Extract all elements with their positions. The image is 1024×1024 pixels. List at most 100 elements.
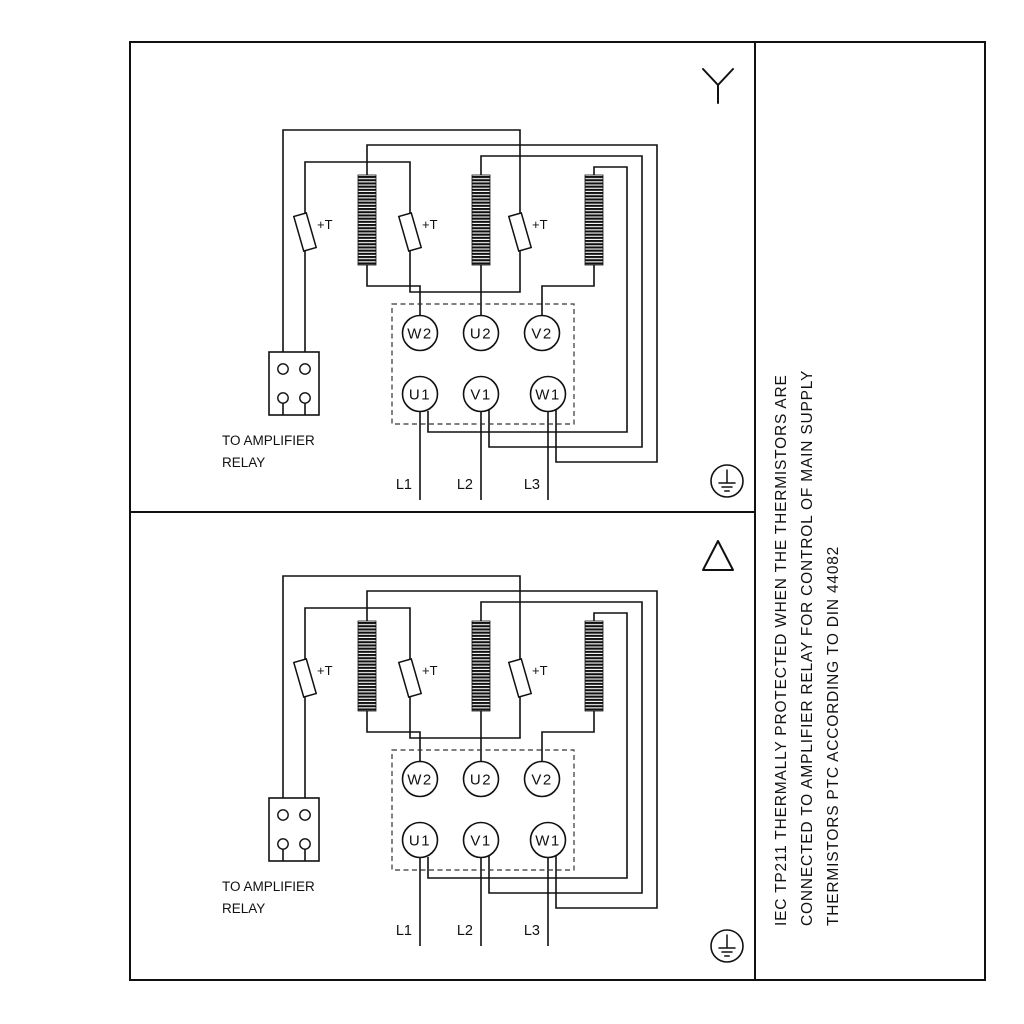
terminal-v1: V1 (462, 375, 500, 413)
relay-caption-line1: TO AMPLIFIER (222, 879, 315, 894)
terminal-circle (462, 821, 500, 859)
terminal-w2: W2 (401, 760, 439, 798)
terminal-w1: W1 (529, 821, 567, 859)
thermistor-label: +T (532, 663, 548, 678)
star-icon (702, 68, 734, 104)
relay-pin (299, 392, 311, 404)
supply-label-l2: L2 (457, 477, 473, 493)
amplifier-relay-terminal-block (268, 797, 320, 862)
terminal-circle (529, 821, 567, 859)
terminal-circle (462, 375, 500, 413)
terminal-w1: W1 (529, 375, 567, 413)
thermistor-circuit-wire (282, 575, 521, 809)
relay-caption-line2: RELAY (222, 901, 265, 916)
terminal-u1: U1 (401, 375, 439, 413)
terminal-v2: V2 (523, 314, 561, 352)
relay-pin (277, 838, 289, 850)
relay-pin-stubs (282, 403, 306, 415)
terminal-label: V2 (531, 772, 552, 789)
terminal-label: V1 (470, 387, 491, 404)
terminal-circle (523, 760, 561, 798)
supply-line-wire (419, 858, 549, 946)
thermistor-label: +T (422, 217, 438, 232)
supply-label-l2: L2 (457, 923, 473, 939)
relay-pin (277, 392, 289, 404)
terminal-circle (523, 314, 561, 352)
relay-pin-stubs (282, 849, 306, 861)
motor-winding-coil (357, 620, 377, 712)
terminal-label: W2 (407, 772, 433, 789)
thermistor-label: +T (317, 217, 333, 232)
side-note-line1: IEC TP211 THERMALLY PROTECTED WHEN THE T… (773, 374, 790, 926)
terminal-v1: V1 (462, 821, 500, 859)
terminal-label: W1 (535, 833, 561, 850)
ptc-thermistor: +T (507, 211, 548, 253)
thermistor-label: +T (532, 217, 548, 232)
terminal-label: V1 (470, 833, 491, 850)
ground-icon (710, 464, 744, 498)
thermistor-circuit-wire (282, 129, 521, 363)
winding-bus-wire (366, 590, 658, 909)
thermistor-symbol (292, 211, 318, 253)
relay-pin (277, 363, 289, 375)
terminal-label: V2 (531, 326, 552, 343)
terminal-v2: V2 (523, 760, 561, 798)
ptc-thermistor: +T (397, 211, 438, 253)
delta-icon (702, 540, 734, 571)
supply-label-l3: L3 (524, 477, 540, 493)
relay-pin (299, 363, 311, 375)
terminal-circle (462, 314, 500, 352)
terminal-label: W2 (407, 326, 433, 343)
terminal-w2: W2 (401, 314, 439, 352)
ground-glyph (718, 934, 736, 957)
terminal-circle (401, 375, 439, 413)
terminal-u2: U2 (462, 760, 500, 798)
delta-connection-diagram: +T +T +T W2 U2 V2 (222, 575, 658, 946)
thermistor-symbol (507, 211, 533, 253)
motor-winding-coil (471, 174, 491, 266)
side-note-line3: THERMISTORS PTC ACCORDING TO DIN 44082 (825, 546, 842, 926)
star-connection-diagram: +T +T +T W2 U2 V2 (222, 129, 658, 500)
thermistor-symbol (507, 657, 533, 699)
supply-label-l1: L1 (396, 923, 412, 939)
relay-box (268, 797, 320, 862)
ptc-thermistor: +T (292, 657, 333, 699)
relay-pin (299, 838, 311, 850)
terminal-label: U2 (470, 772, 492, 789)
terminal-u2: U2 (462, 314, 500, 352)
thermistor-label: +T (422, 663, 438, 678)
motor-winding-coil (584, 620, 604, 712)
terminal-circle (401, 760, 439, 798)
terminal-circle (529, 375, 567, 413)
ptc-thermistor: +T (507, 657, 548, 699)
relay-caption-line2: RELAY (222, 455, 265, 470)
thermistor-symbol (292, 657, 318, 699)
terminal-label: U1 (409, 833, 431, 850)
terminal-label: W1 (535, 387, 561, 404)
ground-glyph (718, 469, 736, 492)
amplifier-relay-terminal-block (268, 351, 320, 416)
terminal-board-outline (391, 303, 575, 425)
winding-bus-wire (366, 144, 658, 463)
supply-label-l1: L1 (396, 477, 412, 493)
diagram-layer: +T +T +T W2 U2 V2 (222, 129, 658, 946)
thermistor-symbol (397, 657, 423, 699)
motor-winding-coil (471, 620, 491, 712)
ptc-thermistor: +T (292, 211, 333, 253)
supply-label-l3: L3 (524, 923, 540, 939)
supply-line-wire (419, 412, 549, 500)
relay-box (268, 351, 320, 416)
terminal-circle (401, 314, 439, 352)
ground-icon (710, 929, 744, 963)
relay-pin (277, 809, 289, 821)
thermistor-symbol (397, 211, 423, 253)
terminal-board-outline (391, 749, 575, 871)
terminal-label: U1 (409, 387, 431, 404)
motor-winding-coil (584, 174, 604, 266)
terminal-u1: U1 (401, 821, 439, 859)
side-note-line2: CONNECTED TO AMPLIFIER RELAY FOR CONTROL… (799, 370, 816, 926)
relay-caption-line1: TO AMPLIFIER (222, 433, 315, 448)
thermistor-label: +T (317, 663, 333, 678)
